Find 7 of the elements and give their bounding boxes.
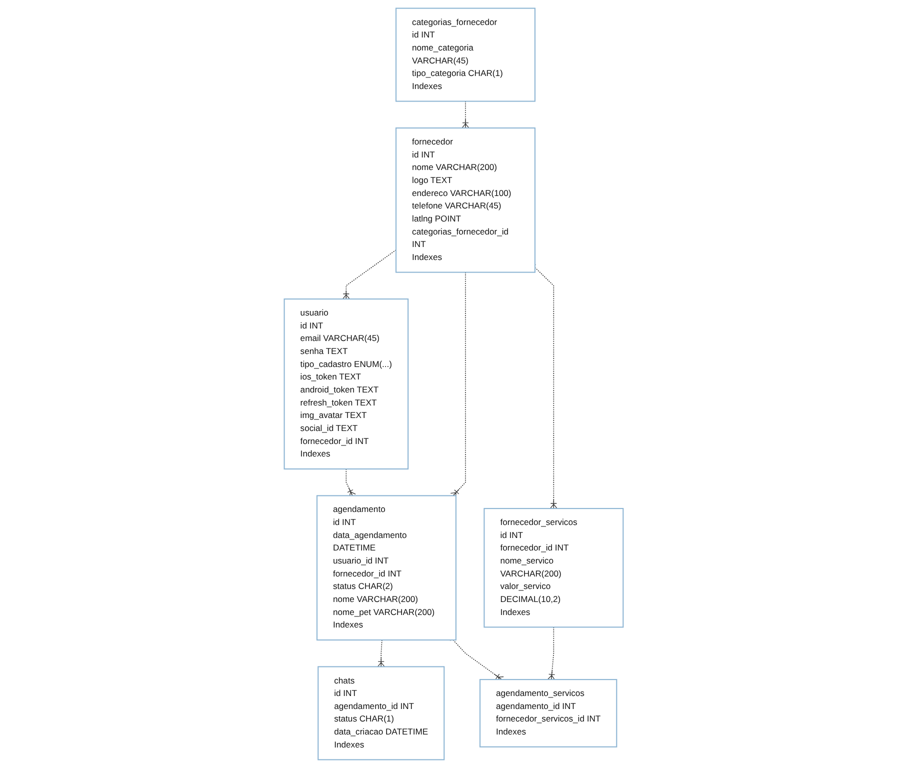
table-box: agendamento id INT data_agendamento DATETIME usuario_id INT fornecedor_id INT status CHAR(2) nome VARCHAR(200) nome_pet VARCHAR(200) Indexes: [316, 495, 457, 641]
table-box: usuario id INT email VARCHAR(45) senha TEXT tipo_cadastro ENUM(...) ios_token TEXT android_token TEXT refresh_token TEXT img_avatar TEXT social_id TEXT fornecedor_id INT Indexes: [284, 298, 409, 470]
table-box: fornecedor id INT nome VARCHAR(200) logo TEXT endereco VARCHAR(100) telefone VARCHAR(45) latlng POINT categorias_fornecedor_id INT Indexes: [396, 127, 536, 273]
table-box: agendamento_servicos agendamento_id INT fornecedor_servicos_id INT Indexes: [480, 679, 618, 748]
table-box: categorias_fornecedor id INT nome_categoria VARCHAR(45) tipo_categoria CHAR(1) Indexes: [396, 8, 536, 102]
table-box: fornecedor_servicos id INT fornecedor_id INT nome_servico VARCHAR(200) valor_servico DECIMAL(10,2) Indexes: [484, 508, 624, 628]
table-box: chats id INT agendamento_id INT status CHAR(1) data_criacao DATETIME Indexes: [318, 666, 445, 760]
